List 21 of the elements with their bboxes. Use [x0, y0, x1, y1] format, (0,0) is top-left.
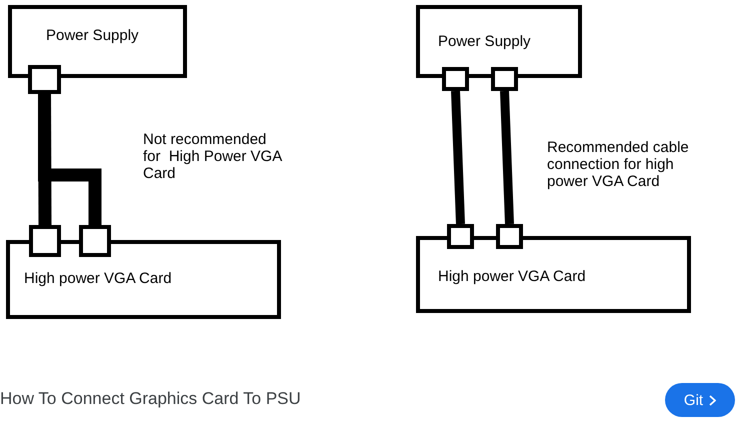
component-label: Power Supply — [438, 33, 531, 50]
note-text: Recommended cable connection for high power VGA Card — [547, 139, 690, 190]
connector-box — [79, 225, 111, 257]
component-box — [416, 236, 691, 313]
connector-box — [491, 67, 518, 91]
component-label: Power Supply — [46, 27, 139, 44]
caption: How To Connect Graphics Card To PSU — [0, 389, 301, 409]
cable — [500, 90, 514, 224]
connector-box — [496, 224, 523, 249]
connector-box — [29, 225, 61, 257]
component-box — [8, 5, 187, 78]
connector-box — [442, 67, 469, 91]
component-label: High power VGA Card — [24, 270, 172, 287]
connector-box — [447, 224, 474, 249]
component-box — [6, 240, 281, 319]
component-label: High power VGA Card — [438, 268, 586, 285]
component-box — [416, 5, 582, 78]
note-text: Not recommended for High Power VGA Card — [143, 131, 283, 182]
cable — [451, 90, 465, 224]
connector-box — [28, 65, 61, 94]
visit-button: Git — [665, 383, 735, 417]
